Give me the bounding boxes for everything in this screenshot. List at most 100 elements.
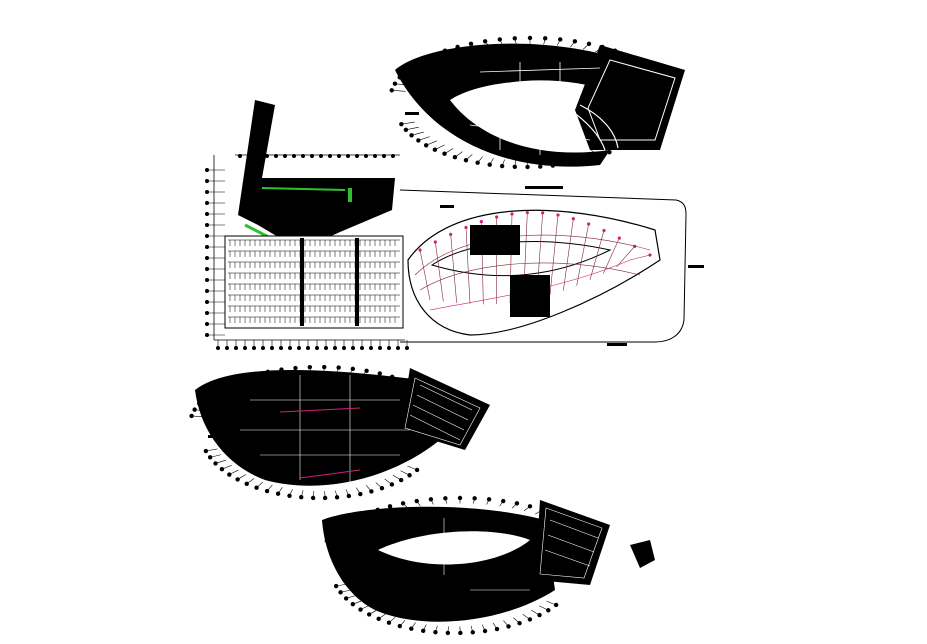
- grid-bubble: [310, 154, 314, 158]
- radial-grid-line: [589, 230, 605, 280]
- grid-line: [391, 90, 406, 92]
- floor-plan-top: [389, 35, 685, 189]
- grid-bubble: [351, 346, 355, 350]
- grid-bubble: [319, 154, 323, 158]
- grid-bubble: [443, 496, 448, 501]
- courtyard-bottom: [378, 531, 530, 565]
- grid-bubble: [324, 346, 328, 350]
- grid-bubble: [315, 346, 319, 350]
- grid-bubble: [234, 346, 238, 350]
- grid-bubble: [205, 289, 209, 293]
- grid-bubble: [463, 158, 469, 163]
- grid-bubble: [358, 491, 363, 497]
- grid-bubble: [527, 35, 533, 41]
- interior-lines-middle: [240, 375, 481, 485]
- radial-grid-line: [419, 249, 431, 301]
- label-bar-middle: [208, 435, 222, 438]
- grid-bubble: [328, 154, 332, 158]
- grid-bubble: [416, 138, 421, 143]
- title-bar-top: [525, 186, 563, 189]
- grid-bubble: [525, 164, 530, 170]
- grid-bubble: [203, 448, 209, 454]
- grid-node: [571, 217, 575, 221]
- grid-bubble: [299, 494, 304, 500]
- grid-bubble: [405, 346, 409, 350]
- radial-grid-line: [576, 223, 589, 286]
- grid-bubble: [350, 366, 356, 372]
- grid-bubble: [247, 154, 251, 158]
- east-wing-top: [575, 45, 685, 150]
- parking-rows: [228, 238, 400, 326]
- grid-bubble: [392, 81, 398, 86]
- grid-bubble: [264, 488, 270, 494]
- grid-bubble: [205, 245, 209, 249]
- grid-bubble: [399, 121, 404, 127]
- grid-bubble: [379, 486, 385, 491]
- grid-bubble: [288, 346, 292, 350]
- grid-bubble: [382, 154, 386, 158]
- grid-bubble: [322, 364, 327, 370]
- crescent-wall-top: [395, 43, 650, 167]
- grid-bubble: [205, 190, 209, 194]
- grid-bubble: [387, 346, 391, 350]
- grid-bubble: [261, 346, 265, 350]
- core-block-b: [510, 275, 550, 317]
- grid-bubble: [227, 472, 232, 477]
- grid-node: [449, 232, 453, 236]
- grid-bubble: [421, 628, 426, 633]
- grid-bubble: [342, 346, 346, 350]
- grid-bubble: [512, 164, 518, 170]
- grid-bubble: [244, 481, 249, 487]
- grid-node: [418, 248, 422, 252]
- marker-line-middle: [279, 407, 361, 413]
- grid-bubble: [428, 497, 434, 502]
- interior-lines-bottom: [427, 507, 603, 591]
- grid-bubble: [373, 154, 377, 158]
- grid-bubble: [475, 160, 480, 165]
- grid-bubble: [442, 151, 447, 156]
- grid-bubble: [192, 407, 197, 412]
- grid-bubble: [527, 504, 533, 509]
- grid-bubble: [322, 495, 328, 501]
- floor-plan-middle: [189, 364, 490, 501]
- grid-bubble: [482, 628, 488, 634]
- grid-bubble: [391, 154, 395, 158]
- grid-bubble: [205, 212, 209, 216]
- grid-bubble: [398, 477, 404, 483]
- grid-bubble: [487, 162, 492, 167]
- grid-bubble: [386, 620, 392, 625]
- radial-grid-line: [465, 227, 471, 304]
- grid-bubble: [409, 133, 414, 138]
- grid-bubble: [512, 36, 518, 41]
- grid-bubble: [445, 630, 451, 636]
- grid-bubble: [397, 623, 403, 629]
- grid-bubble: [400, 501, 406, 506]
- grid-node: [510, 212, 514, 216]
- grid-bubble: [452, 155, 458, 160]
- radial-grid-line: [549, 214, 559, 296]
- radial-grid-line: [629, 254, 651, 261]
- label-bar-top: [405, 112, 419, 115]
- radial-grid-line: [563, 218, 574, 291]
- grid-bubble: [514, 501, 520, 506]
- grid-bubble: [364, 154, 368, 158]
- grid-bubbles-site: [205, 154, 409, 350]
- grid-bubble: [546, 608, 551, 613]
- grid-node: [479, 220, 483, 224]
- grid-bubble: [369, 346, 373, 350]
- landscape-line-2: [261, 187, 346, 191]
- grid-bubble: [333, 346, 337, 350]
- radial-grid-line: [450, 234, 457, 303]
- grid-bubble: [497, 37, 502, 42]
- curved-plan-outline: [407, 209, 661, 336]
- grid-bubble: [346, 493, 352, 499]
- grid-bubble: [458, 630, 463, 636]
- grid-node: [602, 228, 606, 233]
- grid-bubble: [494, 626, 500, 632]
- grid-bubble: [189, 413, 194, 419]
- grid-bubble: [407, 473, 412, 478]
- grid-bubble: [499, 163, 505, 169]
- grid-bubble: [307, 364, 313, 370]
- grid-bubble: [517, 621, 522, 626]
